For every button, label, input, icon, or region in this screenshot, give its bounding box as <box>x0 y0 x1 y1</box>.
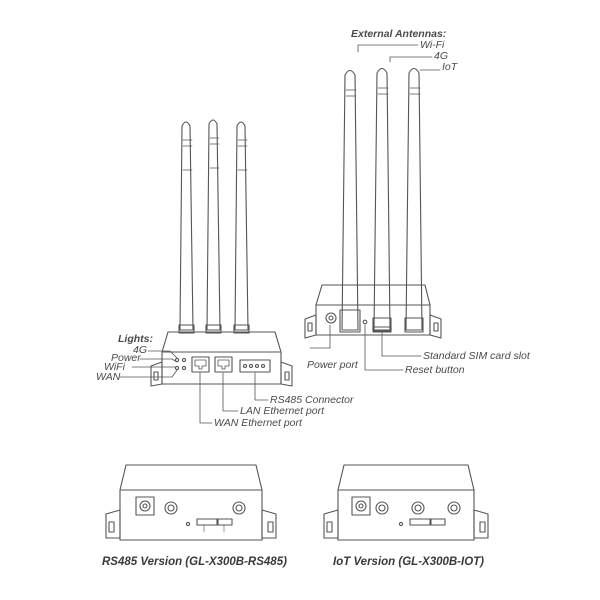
power-port-label: Power port <box>307 359 358 371</box>
light-label-wifi: WiFi <box>104 361 125 373</box>
lights-leaders <box>119 350 178 378</box>
rs485-connector-label: RS485 Connector <box>270 394 354 406</box>
caption-iot-version: IoT Version (GL-X300B-IOT) <box>333 556 485 568</box>
antennas-heading: External Antennas: <box>351 28 447 40</box>
antenna-label-wifi: Wi-Fi <box>420 39 445 51</box>
antenna-iot <box>404 67 424 333</box>
router-back-view <box>304 67 442 339</box>
antenna-left <box>178 121 195 334</box>
router-front-view <box>150 119 293 387</box>
antenna-wifi <box>339 69 361 333</box>
router-rs485-version <box>105 464 277 541</box>
antenna-label-iot: IoT <box>442 61 458 73</box>
lan-port-label: LAN Ethernet port <box>240 405 325 417</box>
router-iot-version <box>323 464 489 541</box>
wan-port-label: WAN Ethernet port <box>214 417 302 429</box>
antenna-middle <box>205 119 222 334</box>
light-label-wan: WAN <box>96 371 121 383</box>
antenna-right <box>233 121 250 334</box>
light-label-power: Power <box>111 352 141 364</box>
antenna-4g <box>372 67 392 333</box>
lights-heading: Lights: <box>118 333 153 345</box>
back-leaders <box>309 44 441 371</box>
antenna-label-4g: 4G <box>434 50 449 62</box>
caption-rs485-version: RS485 Version (GL-X300B-RS485) <box>102 556 287 568</box>
reset-button-label: Reset button <box>405 364 465 376</box>
light-label-4g: 4G <box>133 344 148 356</box>
ports-leaders <box>199 372 269 424</box>
sim-slot-label: Standard SIM card slot <box>423 350 530 362</box>
